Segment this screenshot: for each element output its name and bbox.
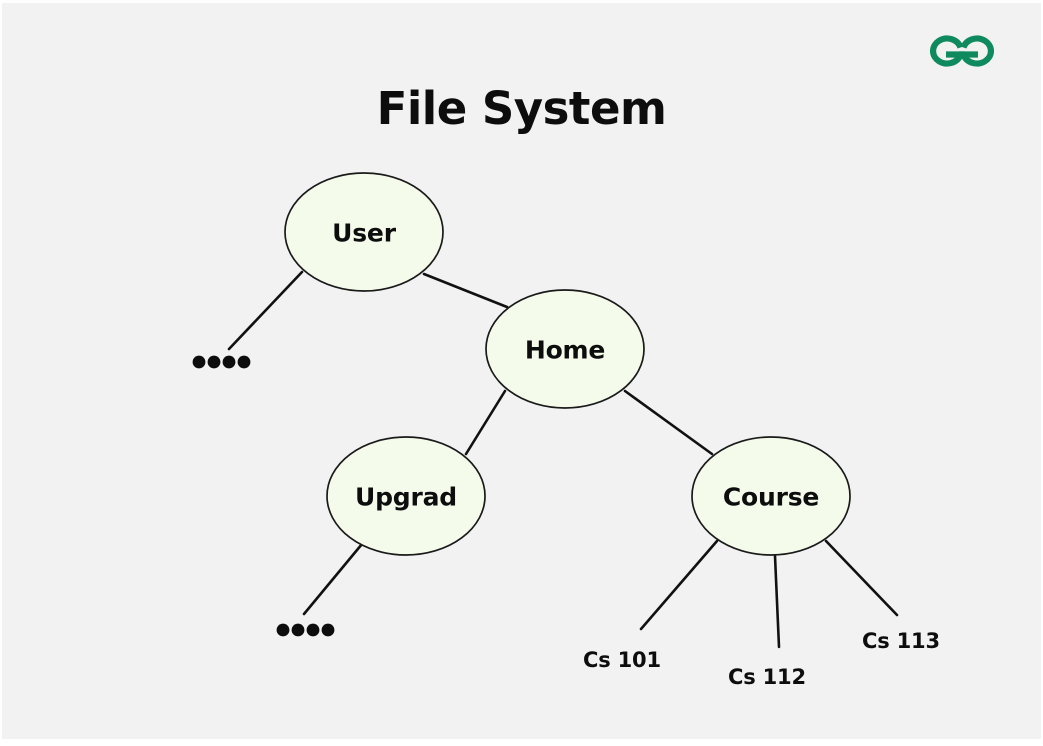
edge-home-to-upgrad — [464, 389, 507, 456]
ellipsis-dot — [306, 623, 320, 637]
node-label-upgrad: Upgrad — [355, 483, 457, 512]
ellipsis-dot — [222, 355, 236, 369]
edge-user-to-ellipsis — [227, 270, 304, 351]
edge-course-to-cs113 — [824, 539, 899, 617]
leaf-labels-layer: Cs 101 Cs 112 Cs 113 — [583, 629, 940, 689]
node-shape-course — [691, 436, 851, 556]
leaf-label-cs112: Cs 112 — [728, 665, 806, 689]
page-title: File System — [376, 82, 667, 135]
upgrad-children-ellipsis-icon — [276, 623, 335, 637]
node-shape-home — [485, 289, 645, 409]
tree-node-user[interactable]: User — [284, 172, 444, 292]
node-label-home: Home — [525, 336, 605, 365]
tree-node-upgrad[interactable]: Upgrad — [326, 436, 486, 556]
node-label-user: User — [332, 219, 397, 248]
ellipsis-dot — [237, 355, 251, 369]
edge-home-to-course — [623, 389, 714, 456]
ellipsis-dot — [321, 623, 335, 637]
leaf-label-cs101: Cs 101 — [583, 648, 661, 672]
geeksforgeeks-logo-icon — [925, 28, 999, 72]
leaf-label-cs113: Cs 113 — [862, 629, 940, 653]
ellipsis-markers-layer — [192, 355, 335, 637]
edge-course-to-cs112 — [773, 554, 781, 649]
edge-course-to-cs101 — [639, 539, 719, 631]
edges-layer — [227, 270, 899, 649]
ellipsis-dot — [192, 355, 206, 369]
tree-node-home[interactable]: Home — [485, 289, 645, 409]
node-label-course: Course — [723, 483, 819, 512]
tree-node-course[interactable]: Course — [691, 436, 851, 556]
edge-upgrad-to-ellipsis — [302, 542, 364, 616]
node-shape-upgrad — [326, 436, 486, 556]
edge-user-to-home — [422, 272, 509, 309]
user-children-ellipsis-icon — [192, 355, 251, 369]
ellipsis-dot — [291, 623, 305, 637]
ellipsis-dot — [276, 623, 290, 637]
ellipsis-dot — [207, 355, 221, 369]
node-shape-user — [284, 172, 444, 292]
